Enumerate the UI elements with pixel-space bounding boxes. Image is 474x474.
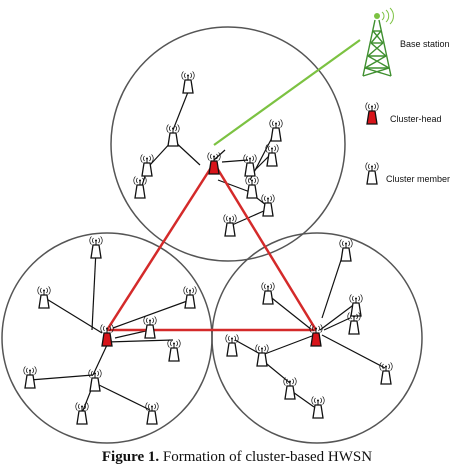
figure-label: Figure 1. xyxy=(101,449,160,465)
legend-cluster-head-icon xyxy=(365,101,379,125)
cluster-circle-right xyxy=(211,232,423,444)
cluster-member-node-icon xyxy=(243,153,257,177)
base-station-tower-icon xyxy=(362,7,394,77)
cluster-member-node-icon xyxy=(37,285,51,309)
cluster-member-node-icon xyxy=(349,293,363,317)
cluster-member-node-icon xyxy=(183,285,197,309)
cluster-member-node-icon xyxy=(140,153,154,177)
cluster-member-node-icon xyxy=(23,365,37,389)
cluster-head-node-icon xyxy=(309,323,323,347)
cluster-member-node-icon xyxy=(255,343,269,367)
cluster-member-node-icon xyxy=(223,213,237,237)
cluster-member-node-icon xyxy=(261,193,275,217)
legend-base-station-label: Base station xyxy=(400,39,450,49)
cluster-member-node-icon xyxy=(145,401,159,425)
base-station-link xyxy=(213,39,361,146)
figure-caption: Figure 1. Formation of cluster-based HWS… xyxy=(0,449,474,474)
caption-text: Formation of cluster-based HWSN xyxy=(159,449,373,465)
member-links xyxy=(29,91,386,414)
cluster-member-node-icon xyxy=(143,315,157,339)
cluster-member-node-icon xyxy=(245,175,259,199)
cluster-circle-top xyxy=(110,26,346,262)
cluster-member-node-icon xyxy=(166,123,180,147)
cluster-member-node-icon xyxy=(167,338,181,362)
legend-cluster-head-label: Cluster-head xyxy=(390,114,442,124)
cluster-member-node-icon xyxy=(225,333,239,357)
cluster-member-node-icon xyxy=(89,235,103,259)
cluster-member-node-icon xyxy=(181,70,195,94)
legend: Base station Cluster-head Cluster member xyxy=(365,39,450,185)
cluster-head-node-icon xyxy=(100,323,114,347)
cluster-head-links xyxy=(105,162,318,332)
cluster-member-node-icon xyxy=(269,118,283,142)
cluster-member-node-icon xyxy=(283,376,297,400)
cluster-member-node-icon xyxy=(261,281,275,305)
cluster-member-node-icon xyxy=(88,368,102,392)
cluster-member-node-icon xyxy=(339,238,353,262)
cluster-member-node-icon xyxy=(265,143,279,167)
legend-cluster-member-label: Cluster member xyxy=(386,174,450,184)
cluster-member-node-icon xyxy=(75,401,89,425)
legend-cluster-member-icon xyxy=(365,161,379,185)
